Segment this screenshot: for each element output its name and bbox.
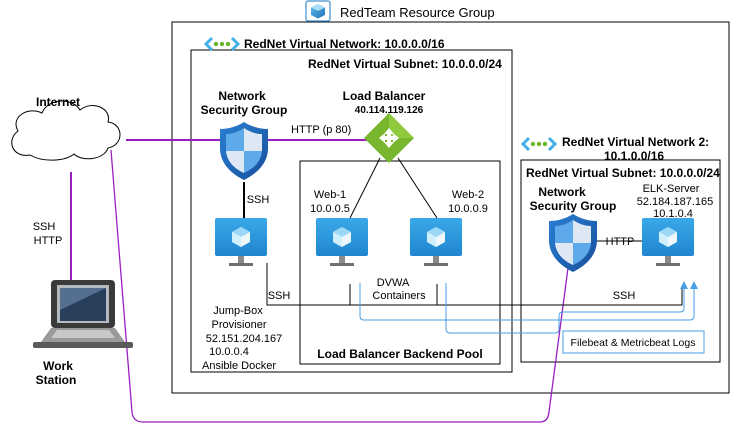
nsg1-label-line2: Security Group bbox=[201, 103, 288, 117]
jumpbox-line-2: 52.151.204.167 bbox=[206, 333, 282, 345]
jumpbox-ssh-label: SSH bbox=[247, 194, 270, 206]
elk-public-ip: 52.184.187.165 bbox=[637, 196, 713, 208]
lb-http-label: HTTP (p 80) bbox=[291, 124, 351, 136]
logs-arrowhead-2 bbox=[680, 281, 688, 289]
elk-private-ip: 10.1.0.4 bbox=[653, 208, 693, 220]
resource-group-cube-icon bbox=[305, 0, 331, 22]
resource-group-box bbox=[171, 21, 730, 394]
nsg2-label-line1: Network bbox=[538, 185, 586, 199]
jumpbox-line-4: Ansible Docker bbox=[202, 360, 276, 372]
laptop-icon bbox=[33, 280, 133, 348]
logs-label: Filebeat & Metricbeat Logs bbox=[571, 337, 696, 349]
nsg1-label-line1: Network bbox=[218, 89, 266, 103]
internet-label: Internet bbox=[36, 95, 80, 109]
vnet1-subnet-label: RedNet Virtual Subnet: 10.0.0.0/24 bbox=[308, 57, 502, 71]
web1-name: Web-1 bbox=[314, 189, 346, 201]
nsg2-label-line2: Security Group bbox=[530, 199, 617, 213]
logs-box bbox=[562, 330, 705, 354]
logs-arrowhead-1 bbox=[690, 281, 698, 289]
nsg2-shield-icon bbox=[549, 214, 597, 272]
web1-logs-line bbox=[359, 283, 695, 321]
vnet2-icon bbox=[521, 136, 557, 152]
jumpbox-line-0: Jump-Box bbox=[213, 305, 263, 317]
vnet1-icon bbox=[204, 36, 240, 52]
lb-ip: 40.114.119.126 bbox=[355, 105, 424, 116]
jumpbox-line-3: 10.0.0.4 bbox=[209, 346, 249, 358]
resource-group-label: RedTeam Resource Group bbox=[340, 5, 495, 20]
ws-link-ssh: SSH bbox=[33, 221, 56, 233]
web1-vm-icon bbox=[316, 218, 368, 266]
jumpbox-ssh-line bbox=[266, 263, 683, 306]
web2-ip: 10.0.0.9 bbox=[448, 203, 488, 215]
internet-to-nsg2-line bbox=[110, 149, 569, 423]
jumpbox-line-1: Provisioner bbox=[211, 319, 266, 331]
jumpbox-vm-icon bbox=[215, 218, 267, 266]
web2-vm-icon bbox=[410, 218, 462, 266]
ssh-left-label: SSH bbox=[268, 290, 291, 302]
backend-pool-label: Load Balancer Backend Pool bbox=[317, 347, 482, 361]
lb-to-web2-line bbox=[397, 157, 438, 219]
vnet2-label-line2: 10.1.0.0/16 bbox=[604, 149, 664, 163]
vnet2-label-line1: RedNet Virtual Network 2: bbox=[562, 135, 709, 149]
elk-http-label: HTTP bbox=[606, 236, 635, 248]
ssh-right-label: SSH bbox=[613, 290, 636, 302]
workstation-label-line2: Station bbox=[36, 373, 77, 387]
elk-name: ELK-Server bbox=[643, 183, 700, 195]
vnet2-subnet-label: RedNet Virtual Subnet: 10.0.0.0/24 bbox=[526, 166, 720, 180]
lb-to-web1-line bbox=[349, 157, 381, 219]
load-balancer-icon bbox=[364, 113, 414, 163]
workstation-label-line1: Work bbox=[43, 359, 73, 373]
dvwa-line1: DVWA bbox=[377, 277, 410, 289]
internet-cloud-icon bbox=[11, 100, 121, 161]
vnet2-subnet-box bbox=[520, 159, 721, 363]
ws-link-http: HTTP bbox=[34, 235, 63, 247]
nsg1-shield-icon bbox=[220, 122, 268, 180]
lb-label: Load Balancer bbox=[343, 89, 426, 103]
web1-ip: 10.0.0.5 bbox=[310, 203, 350, 215]
vnet1-box bbox=[190, 49, 513, 373]
vnet1-label: RedNet Virtual Network: 10.0.0.0/16 bbox=[244, 37, 445, 51]
elk-vm-icon bbox=[642, 218, 694, 266]
dvwa-line2: Containers bbox=[372, 290, 426, 302]
web2-name: Web-2 bbox=[452, 189, 484, 201]
web2-logs-line bbox=[445, 283, 685, 334]
